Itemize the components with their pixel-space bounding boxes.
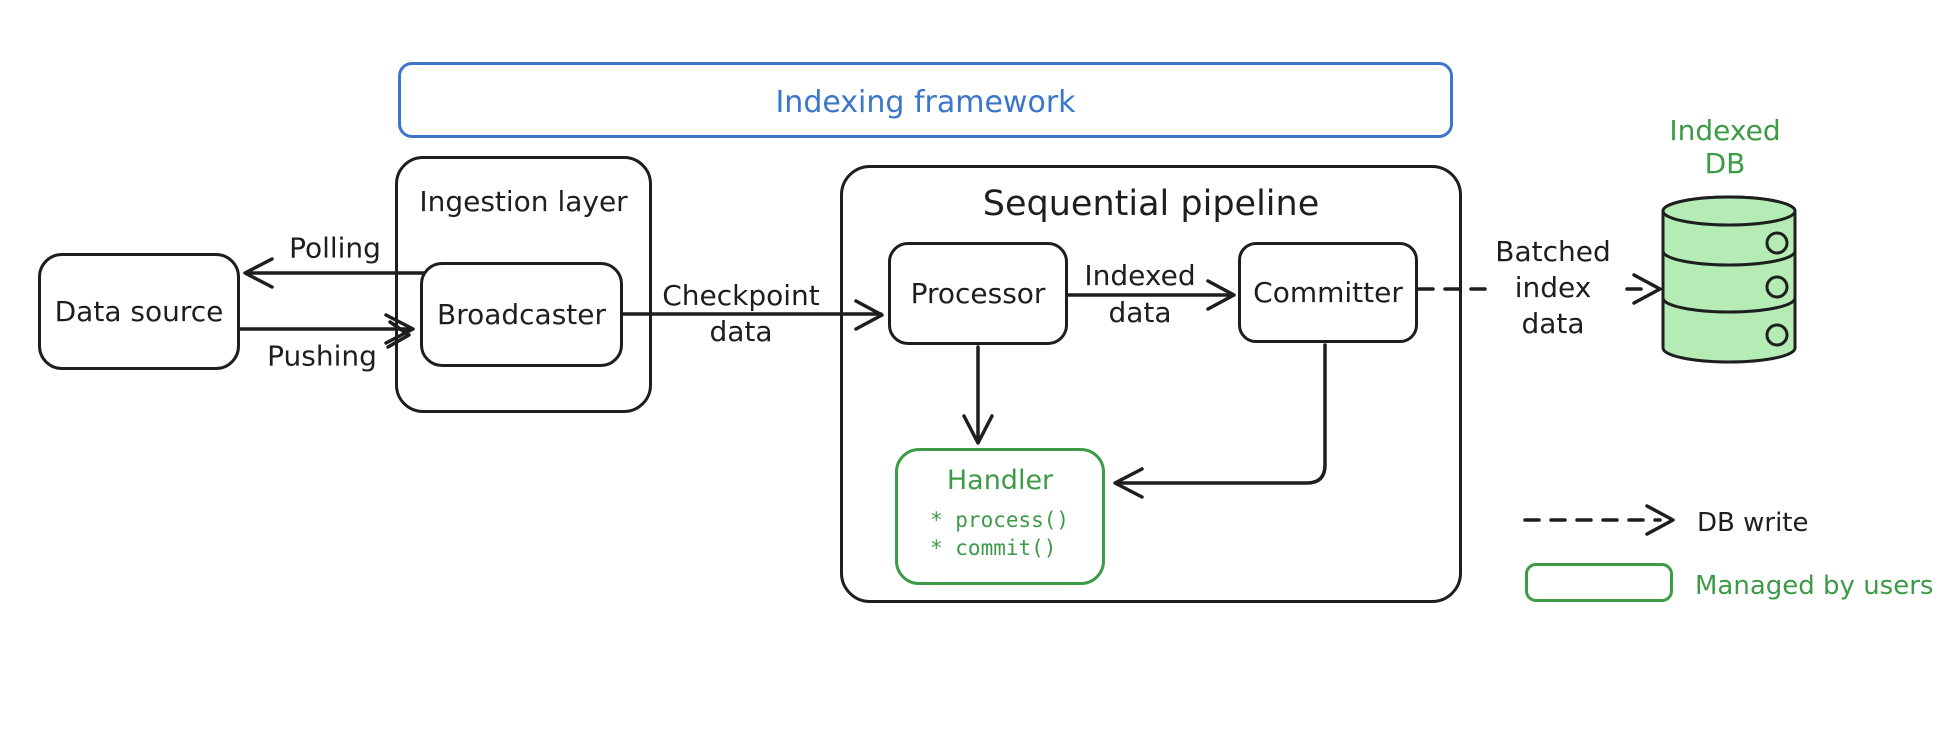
handler-method: * process() — [930, 508, 1070, 532]
committer-to-handler-arrow — [1113, 343, 1327, 499]
data-source-label: Data source — [54, 295, 224, 328]
sequential-pipeline-box: Sequential pipeline — [840, 165, 1462, 603]
batched-index-data-label: Batched index data — [1487, 234, 1619, 342]
indexed-data-label: Indexed data — [1084, 259, 1196, 329]
legend-managed-label: Managed by users — [1695, 571, 1934, 601]
processor-to-handler-arrow — [962, 345, 994, 445]
polling-arrow — [243, 257, 427, 289]
legend-managed-box — [1525, 563, 1673, 602]
database-icon — [1661, 195, 1797, 364]
handler-title: Handler — [946, 465, 1054, 496]
legend-db-write-arrow — [1523, 504, 1675, 536]
indexing-framework-box: Indexing framework — [398, 62, 1453, 138]
processor-node: Processor — [888, 242, 1068, 345]
ingestion-layer-label: Ingestion layer — [419, 185, 628, 218]
indexed-data-arrow — [1066, 279, 1236, 311]
data-source-node: Data source — [38, 253, 240, 370]
ingestion-layer-box: Ingestion layer — [395, 156, 652, 413]
broadcaster-label: Broadcaster — [436, 298, 607, 331]
polling-label: Polling — [289, 231, 381, 265]
sequential-pipeline-label: Sequential pipeline — [982, 184, 1320, 224]
legend-db-write-label: DB write — [1697, 508, 1809, 538]
checkpoint-arrow — [621, 299, 884, 331]
handler-method: * commit() — [930, 536, 1057, 560]
indexed-db-label: Indexed DB — [1669, 114, 1781, 180]
indexing-framework-label: Indexing framework — [775, 85, 1076, 120]
broadcaster-node: Broadcaster — [420, 262, 623, 367]
committer-node: Committer — [1238, 242, 1418, 343]
processor-label: Processor — [910, 277, 1046, 310]
committer-label: Committer — [1253, 276, 1403, 309]
handler-node: Handler * process() * commit() — [895, 448, 1105, 585]
checkpoint-data-label: Checkpoint data — [662, 279, 820, 348]
pushing-label: Pushing — [267, 339, 377, 373]
pushing-arrow — [238, 313, 415, 349]
